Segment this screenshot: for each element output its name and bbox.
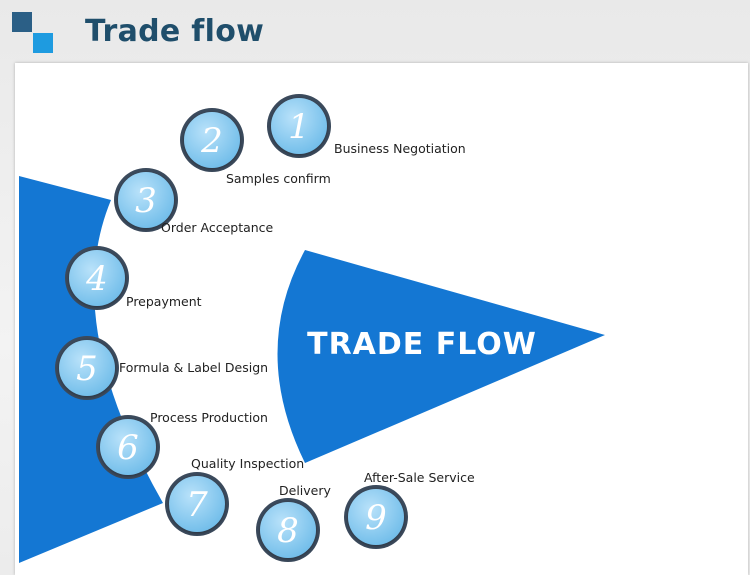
logo-square-dark	[12, 12, 32, 32]
logo-square-light	[33, 33, 53, 53]
trade-flow-diagram: TRADE FLOW 1 Business Negotiation 2 Samp…	[19, 94, 605, 563]
step-5-number: 5	[76, 349, 98, 389]
step-6-label: Process Production	[150, 410, 268, 425]
step-8: 8 Delivery	[256, 483, 331, 562]
step-7-label: Quality Inspection	[191, 456, 304, 471]
step-7-number: 7	[186, 485, 208, 525]
step-3-label: Order Acceptance	[161, 220, 274, 235]
step-2-number: 2	[200, 121, 223, 161]
step-2-label: Samples confirm	[226, 171, 331, 186]
step-8-number: 8	[277, 511, 299, 551]
step-9-label: After-Sale Service	[364, 470, 475, 485]
step-7: 7 Quality Inspection	[165, 456, 304, 536]
step-9-number: 9	[365, 498, 387, 538]
step-5: 5 Formula & Label Design	[55, 336, 268, 400]
step-4: 4 Prepayment	[65, 246, 202, 310]
step-6: 6 Process Production	[96, 410, 268, 479]
header: Trade flow	[0, 0, 750, 62]
step-5-label: Formula & Label Design	[119, 360, 268, 375]
center-arrow-shape	[277, 250, 605, 463]
diagram-panel: TRADE FLOW 1 Business Negotiation 2 Samp…	[15, 63, 748, 575]
step-9: 9 After-Sale Service	[344, 470, 475, 549]
step-3: 3 Order Acceptance	[114, 168, 274, 235]
step-8-label: Delivery	[279, 483, 331, 498]
step-2: 2 Samples confirm	[180, 108, 331, 186]
step-1-number: 1	[288, 107, 310, 147]
step-4-label: Prepayment	[126, 294, 202, 309]
step-1: 1 Business Negotiation	[267, 94, 466, 158]
step-1-label: Business Negotiation	[334, 141, 466, 156]
page-title: Trade flow	[85, 14, 265, 49]
step-4-number: 4	[85, 259, 108, 299]
step-3-number: 3	[135, 181, 157, 221]
step-6-number: 6	[117, 428, 139, 468]
center-label: TRADE FLOW	[307, 327, 537, 362]
